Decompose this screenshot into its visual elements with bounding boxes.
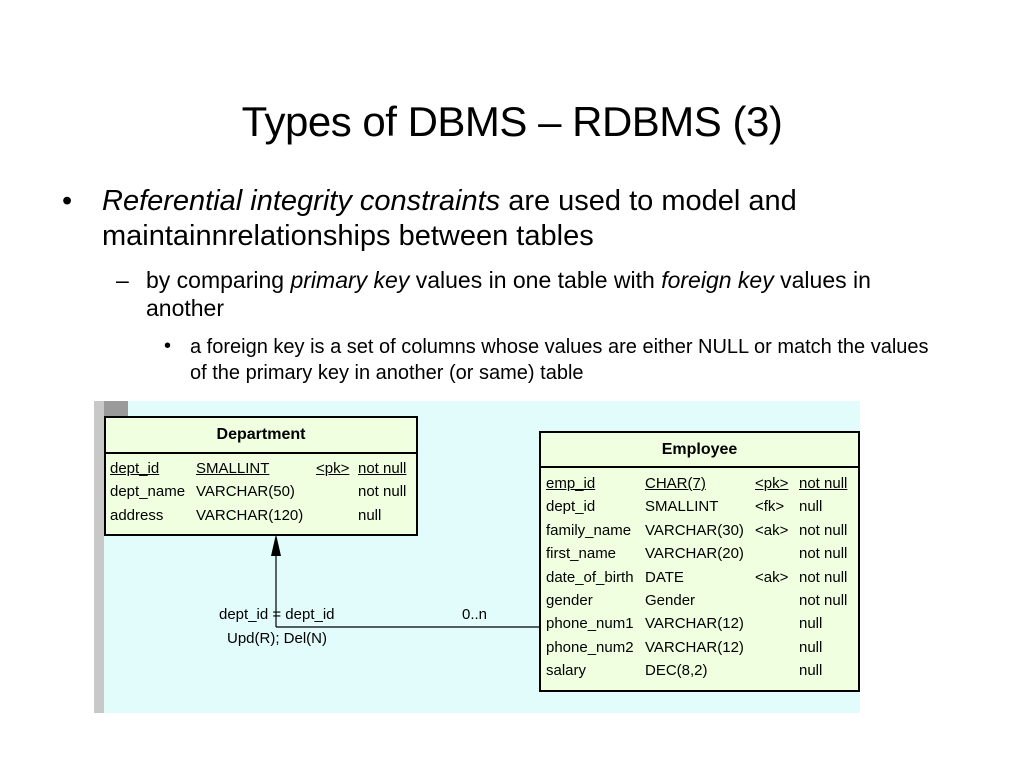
entity-row: first_name VARCHAR(20) not null [541,543,858,566]
entity-title: Employee [541,433,858,468]
entity-employee[interactable]: Employee emp_id CHAR(7) <pk> not null dept_i… [539,431,860,692]
entity-row: dept_id SMALLINT <fk> null [541,496,858,519]
column-nullability: null [358,506,382,524]
column-nullability: null [799,662,823,680]
column-name: dept_id [546,498,596,516]
column-name: address [110,506,164,524]
relationship-cardinality-label: 0..n [462,606,488,623]
column-name: date_of_birth [546,568,634,586]
column-type: VARCHAR(50) [196,483,295,501]
column-name: phone_num2 [546,638,634,656]
diagram-corner-tab [104,401,128,419]
relationship-join-label: dept_id = dept_id [219,606,335,623]
column-nullability: not null [799,475,848,492]
column-key: <pk> [755,475,789,492]
column-key: <pk> [316,460,350,477]
column-name: gender [546,591,593,609]
entity-row: dept_name VARCHAR(50) not null [106,481,416,504]
column-nullability: not null [358,483,407,501]
entity-rows: emp_id CHAR(7) <pk> not null dept_id SMALLINT… [541,468,858,684]
entity-row: address VARCHAR(120) null [106,505,416,528]
column-name: first_name [546,545,617,563]
column-name: dept_name [110,483,186,501]
column-type: VARCHAR(120) [196,506,304,524]
relationship-rules-label: Upd(R); Del(N) [227,630,328,647]
column-type: VARCHAR(12) [645,638,744,656]
bullet-marker: – [116,267,129,293]
column-type: CHAR(7) [645,475,706,492]
column-nullability: null [799,498,823,516]
bullet-emphasis: Referential integrity constraints [102,185,501,217]
entity-row: phone_num1 VARCHAR(12) null [541,613,858,636]
column-name: family_name [546,521,632,539]
column-nullability: not null [799,545,848,563]
slide-title: Types of DBMS – RDBMS (3) [241,98,783,146]
bullet-body: are used to model and maintainnrelations… [102,185,797,252]
column-type: DATE [645,568,684,586]
column-nullability: null [799,615,823,633]
column-nullability: not null [799,521,848,539]
entity-row: dept_id SMALLINT <pk> not null [106,458,416,481]
bullet-body-part: values in one table with [409,267,662,293]
column-nullability: not null [799,591,848,609]
entity-row: salary DEC(8,2) null [541,660,858,683]
bullet-body-part: values in another [146,267,871,321]
column-name: phone_num1 [546,615,634,633]
entity-row: phone_num2 VARCHAR(12) null [541,637,858,660]
column-name: dept_id [110,460,160,477]
entity-row: emp_id CHAR(7) <pk> not null [541,473,858,496]
column-type: VARCHAR(12) [645,615,744,633]
bullet-body-part: by comparing [146,267,291,293]
column-type: SMALLINT [645,498,719,516]
column-nullability: null [799,638,823,656]
bullet-text: a foreign key is a set of columns whose … [190,336,929,384]
column-type: Gender [645,591,696,609]
column-key: <ak> [755,568,789,586]
column-type: VARCHAR(20) [645,545,744,563]
bullet-marker: • [164,335,172,357]
bullet-text: by comparing primary key values in one t… [146,266,946,322]
bullet-marker: • [62,185,73,217]
column-name: salary [546,662,587,680]
column-key: <ak> [755,521,789,539]
entity-title: Department [106,418,416,454]
column-name: emp_id [546,475,596,492]
column-nullability: not null [358,460,407,477]
column-type: DEC(8,2) [645,662,708,680]
bullet-text: Referential integrity constraints are us… [102,184,962,254]
bullet-emphasis: foreign key [661,267,774,293]
column-type: SMALLINT [196,460,270,477]
entity-row: family_name VARCHAR(30) <ak> not null [541,520,858,543]
entity-row: date_of_birth DATE <ak> not null [541,567,858,590]
entity-row: gender Gender not null [541,590,858,613]
diagram-left-border [94,401,104,713]
column-nullability: not null [799,568,848,586]
bullet-emphasis: primary key [290,267,410,293]
column-type: VARCHAR(30) [645,521,744,539]
column-key: <fk> [755,498,785,516]
